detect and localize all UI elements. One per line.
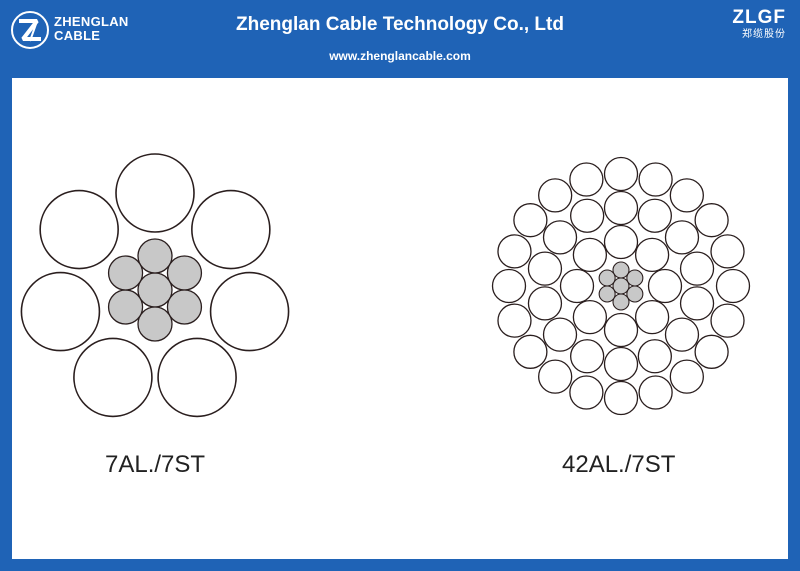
aluminium-wire — [115, 153, 195, 233]
caption-42al-7st: 42AL./7ST — [562, 451, 676, 478]
steel-wire — [626, 269, 644, 287]
steel-wire — [107, 289, 144, 325]
aluminium-wire — [679, 251, 715, 286]
steel-wire — [137, 238, 173, 274]
aluminium-wire — [647, 268, 683, 304]
aluminium-wire — [513, 334, 548, 369]
aluminium-wire — [191, 189, 271, 270]
aluminium-wire — [669, 359, 704, 394]
aluminium-wire — [603, 224, 639, 260]
aluminium-wire — [542, 220, 578, 255]
aluminium-wire — [679, 286, 715, 321]
steel-wire — [166, 255, 203, 291]
aluminium-wire — [542, 317, 578, 352]
aluminium-wire — [209, 271, 290, 352]
aluminium-wire — [538, 359, 573, 394]
steel-wire — [612, 261, 630, 279]
aluminium-wire — [710, 234, 745, 269]
aluminium-wire — [538, 178, 573, 213]
aluminium-wire — [570, 198, 605, 233]
aluminium-wire — [497, 234, 532, 269]
zlgf-logo-cn: 郑缆股份 — [742, 29, 786, 40]
aluminium-wire — [637, 339, 672, 374]
zlgf-logo-text: ZLGF — [732, 7, 786, 28]
company-logo: ZHENGLAN CABLE — [10, 10, 150, 50]
steel-wire — [612, 277, 630, 295]
aluminium-wire — [664, 220, 700, 255]
logo-text-line2: CABLE — [54, 28, 101, 43]
aluminium-wire — [20, 271, 101, 352]
steel-wire — [626, 285, 644, 303]
aluminium-wire — [603, 156, 639, 192]
logo-text-line1: ZHENGLAN — [54, 14, 129, 29]
logo-text: ZHENGLAN CABLE — [54, 15, 129, 43]
aluminium-wire — [638, 162, 673, 197]
aluminium-wire — [572, 237, 608, 273]
aluminium-wire — [637, 198, 672, 233]
aluminium-wire — [527, 251, 563, 286]
steel-wire — [137, 306, 173, 342]
aluminium-wire — [664, 317, 700, 352]
steel-wire — [166, 289, 203, 325]
aluminium-wire — [527, 286, 563, 321]
aluminium-wire — [157, 337, 237, 418]
conductor-diagrams — [20, 153, 751, 418]
aluminium-wire — [73, 337, 153, 418]
header-banner: ZHENGLAN CABLE Zhenglan Cable Technology… — [0, 0, 800, 78]
aluminium-wire — [638, 375, 673, 410]
caption-7al-7st: 7AL./7ST — [105, 451, 206, 478]
aluminium-wire — [603, 312, 639, 348]
aluminium-wire — [569, 375, 604, 410]
aluminium-wire — [39, 189, 119, 270]
aluminium-wire — [710, 303, 745, 338]
zlgf-logo: ZLGF 郑缆股份 — [706, 8, 786, 48]
aluminium-wire — [572, 299, 608, 335]
zl-logo-icon — [11, 11, 49, 49]
steel-wire — [612, 293, 630, 311]
aluminium-wire — [694, 203, 729, 238]
content-panel: 7AL./7ST 42AL./7ST — [12, 78, 788, 559]
aluminium-wire — [694, 334, 729, 369]
aluminium-wire — [603, 380, 639, 416]
aluminium-wire — [669, 178, 704, 213]
aluminium-wire — [634, 299, 670, 335]
aluminium-wire — [569, 162, 604, 197]
steel-wire — [137, 272, 173, 308]
steel-wire — [107, 255, 144, 291]
aluminium-wire — [513, 203, 548, 238]
aluminium-wire — [491, 268, 527, 304]
aluminium-wire — [559, 268, 595, 304]
steel-wire — [598, 269, 616, 287]
aluminium-wire — [603, 190, 639, 226]
aluminium-wire — [715, 268, 751, 304]
steel-wire — [598, 285, 616, 303]
website-url: www.zhenglancable.com — [329, 49, 471, 63]
aluminium-wire — [603, 346, 639, 382]
aluminium-wire — [634, 237, 670, 273]
page-title: Zhenglan Cable Technology Co., Ltd — [236, 14, 564, 35]
aluminium-wire — [497, 303, 532, 338]
aluminium-wire — [570, 339, 605, 374]
